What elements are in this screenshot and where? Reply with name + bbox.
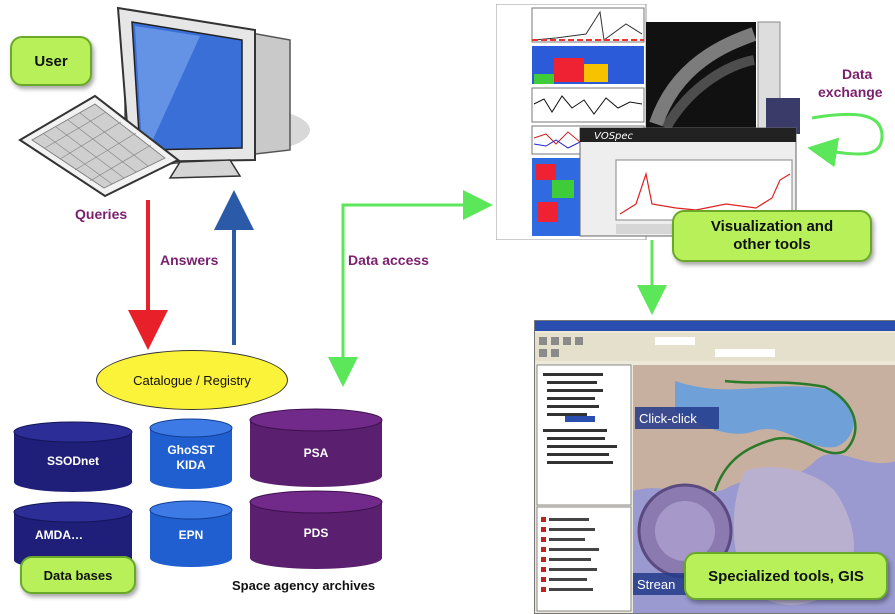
db-amda-label: AMDA… xyxy=(35,528,83,542)
db-psa-label: PSA xyxy=(303,446,329,460)
db-epn-cylinder xyxy=(149,500,233,567)
data-access-label: Data access xyxy=(348,252,429,268)
data-bases-label-box: Data bases xyxy=(20,556,136,594)
gis-click-text: Click-click xyxy=(639,411,697,426)
catalogue-registry: Catalogue / Registry xyxy=(96,350,288,410)
visualization-collage-graphic: VOSpec xyxy=(495,3,800,241)
space-agency-archives-label: Space agency archives xyxy=(232,578,376,593)
db-pds-label: PDS xyxy=(303,526,329,540)
db-ssodnet-label: SSODnet xyxy=(46,454,99,468)
gis-stream-text: Strean xyxy=(637,577,675,592)
visualization-label-box: Visualization and other tools xyxy=(672,210,872,262)
db-ghosst-label-2: KIDA xyxy=(176,458,206,472)
db-psa-cylinder xyxy=(249,408,383,487)
db-pds-cylinder xyxy=(249,490,383,569)
visualization-label-line1: Visualization and xyxy=(710,218,834,235)
computer-illustration xyxy=(18,6,310,198)
db-ssodnet-cylinder xyxy=(13,421,133,492)
data-exchange-label-1: Data xyxy=(842,66,873,82)
answers-label: Answers xyxy=(160,252,219,268)
catalogue-label: Catalogue / Registry xyxy=(133,372,251,388)
db-ghosst-cylinder xyxy=(149,418,233,489)
specialized-tools-label: Specialized tools, GIS xyxy=(708,567,864,585)
user-label-box: User xyxy=(10,36,92,86)
data-exchange-label-2: exchange xyxy=(818,84,883,100)
data-bases-label: Data bases xyxy=(43,567,113,583)
user-label: User xyxy=(34,52,68,70)
db-epn-label: EPN xyxy=(178,528,204,542)
specialized-tools-label-box: Specialized tools, GIS xyxy=(684,552,888,600)
data-exchange-loop xyxy=(807,112,884,168)
queries-label: Queries xyxy=(75,206,128,222)
svg-text:VOSpec: VOSpec xyxy=(594,131,634,142)
visualization-screenshot: VOSpec xyxy=(495,3,800,241)
visualization-label-line2: other tools xyxy=(733,236,811,253)
db-ghosst-label-1: GhoSST xyxy=(167,443,215,457)
